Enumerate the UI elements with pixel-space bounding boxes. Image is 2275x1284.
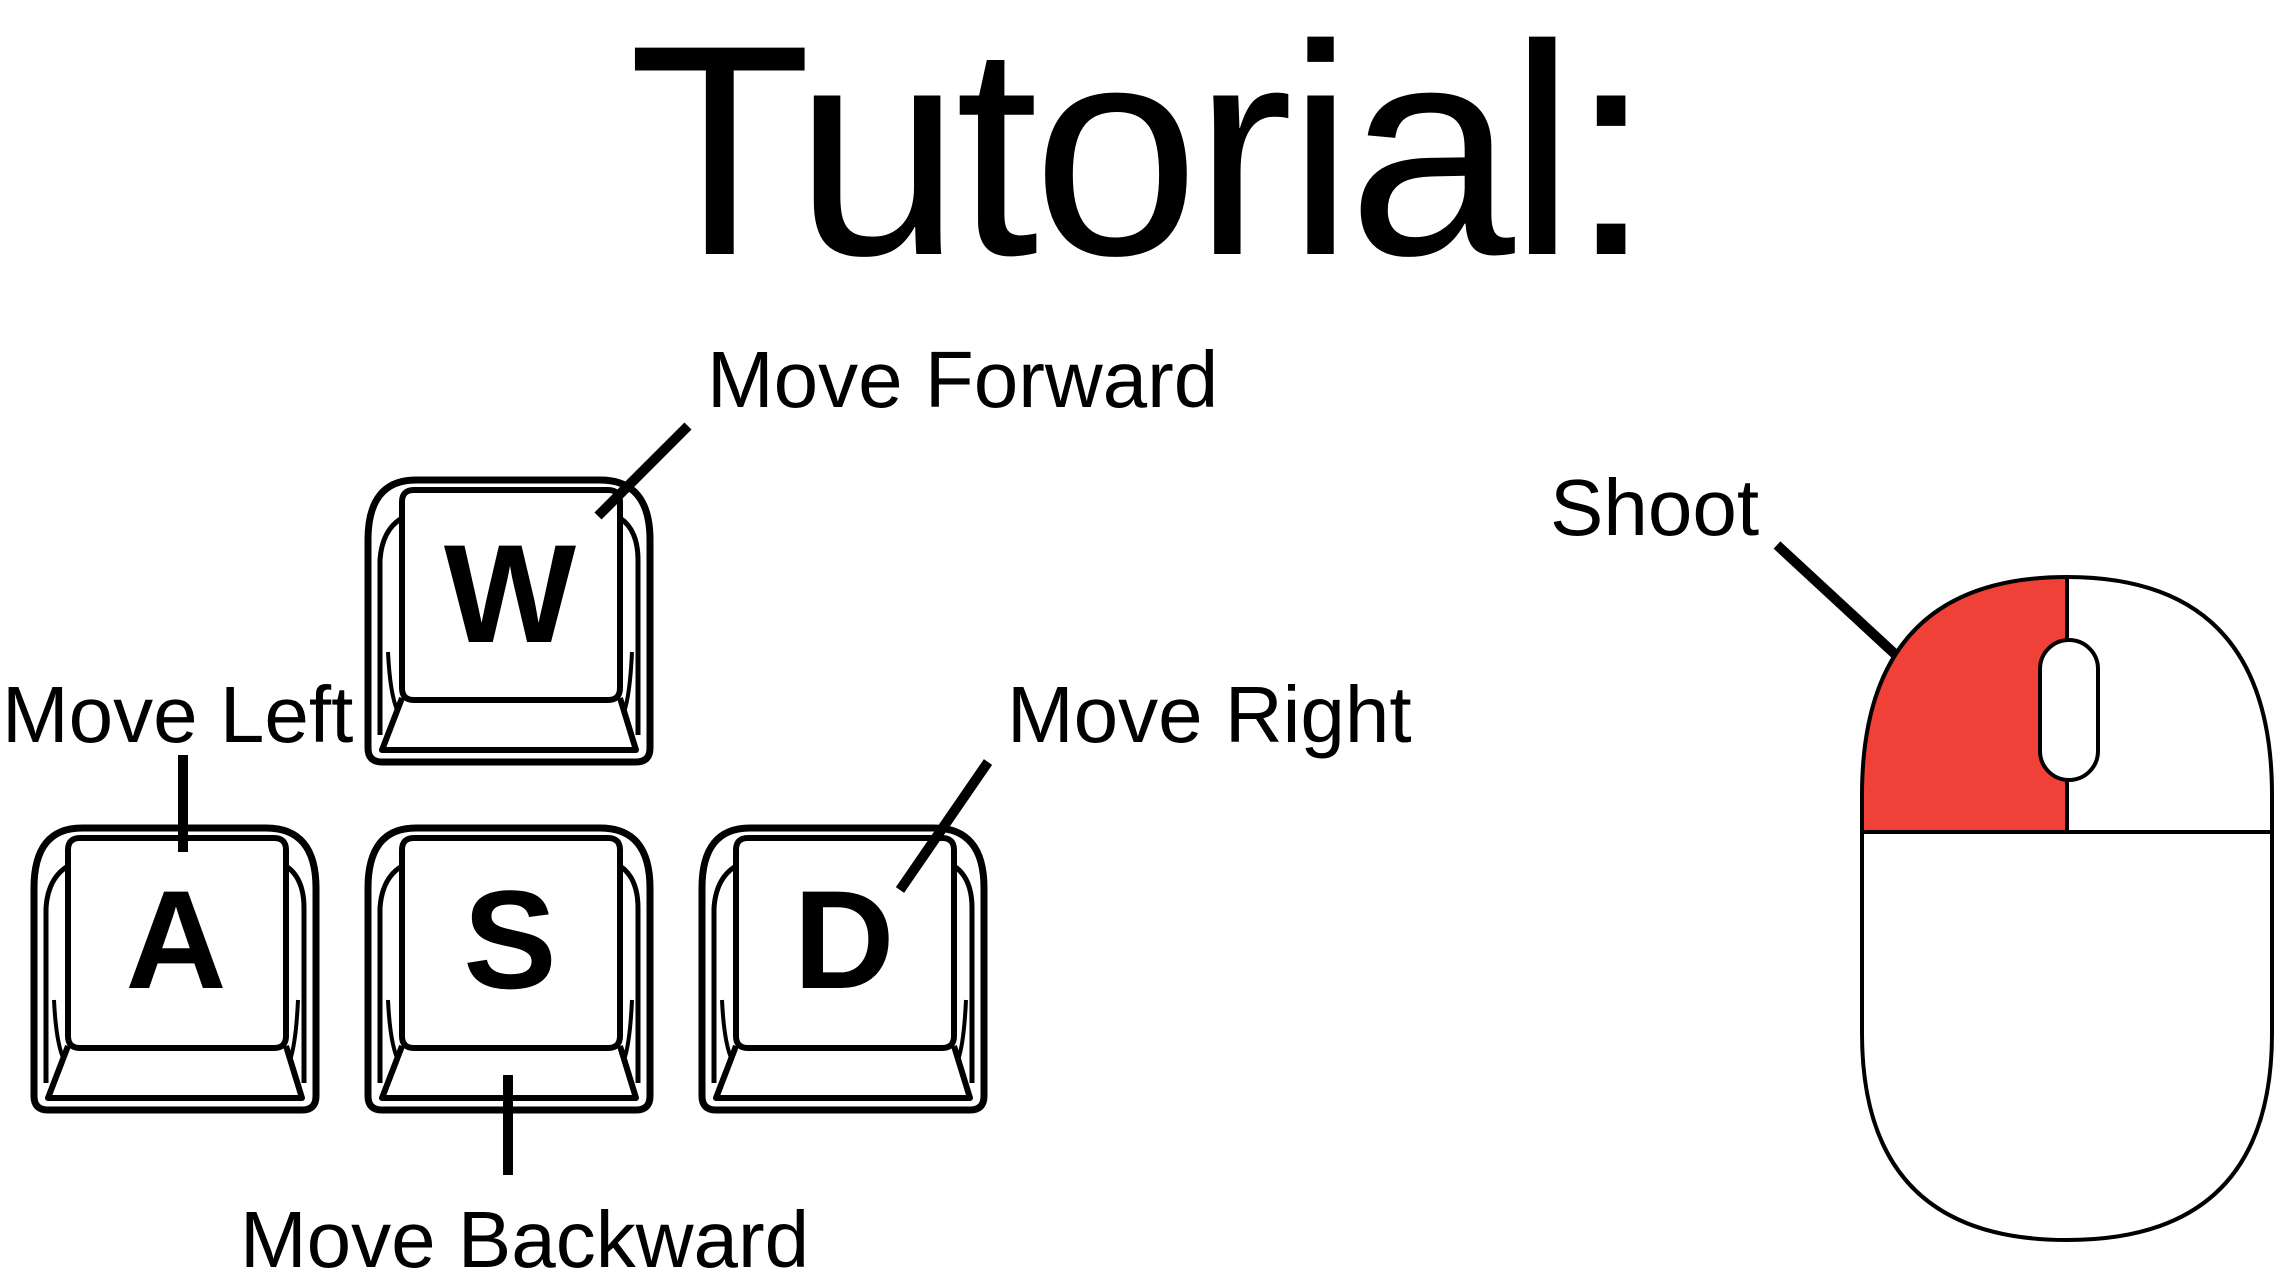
- page-title: Tutorial:: [628, 0, 1653, 318]
- leader-move-right: [895, 759, 993, 893]
- key-w-letter: W: [444, 515, 576, 672]
- label-move-forward: Move Forward: [707, 335, 1219, 424]
- mouse-left-button: [1862, 578, 2067, 832]
- key-a: A: [34, 828, 316, 1110]
- mouse-scroll-wheel: [2038, 638, 2100, 782]
- leader-move-forward: [594, 422, 692, 520]
- key-w: W: [368, 480, 650, 762]
- key-s: S: [368, 828, 650, 1110]
- key-a-letter: A: [125, 861, 226, 1018]
- label-move-left: Move Left: [2, 670, 354, 759]
- label-move-right: Move Right: [1007, 670, 1412, 759]
- key-d: D: [702, 828, 984, 1110]
- label-shoot: Shoot: [1550, 463, 1760, 552]
- key-d-letter: D: [793, 861, 894, 1018]
- mouse-body: [1860, 574, 2274, 1243]
- key-s-letter: S: [463, 861, 556, 1018]
- mouse-icon: [1860, 574, 2274, 1243]
- label-move-backward: Move Backward: [240, 1195, 810, 1284]
